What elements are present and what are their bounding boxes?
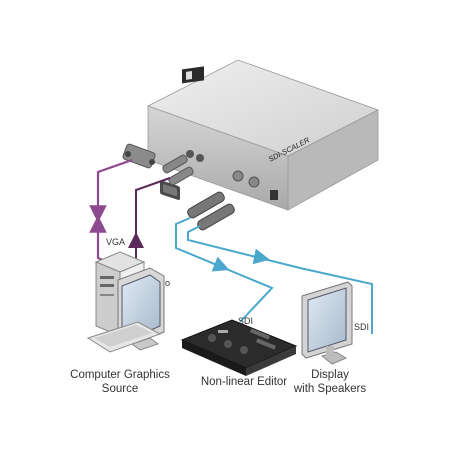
computer-graphics-source (86, 251, 165, 353)
audio-cable-plug (162, 154, 194, 186)
sdi-cable-editor (175, 217, 274, 323)
scaler-device: SDI-SCALER (146, 59, 380, 211)
computer-label-line1: Computer Graphics (70, 369, 170, 381)
computer-label-line2: Source (102, 383, 138, 395)
vga-port (160, 180, 180, 200)
display-label-line1: Display (311, 369, 349, 381)
vga-cable-plug (122, 143, 156, 169)
sdi-out-port-1 (232, 170, 244, 182)
sdi-display-label: SDI (354, 322, 369, 332)
display-label-line2: with Speakers (293, 383, 366, 395)
editor-label: Non-linear Editor (201, 376, 287, 388)
sdi-editor-label: SDI (238, 316, 253, 326)
brand-logo (182, 66, 204, 84)
display-with-speakers (301, 281, 353, 365)
computer-keyboard (86, 321, 162, 353)
sdi-cable-plugs (187, 191, 235, 231)
nonlinear-editor-device (180, 319, 298, 376)
sdi-out-port-2 (248, 176, 260, 188)
power-port (270, 190, 278, 200)
audio-jack-right (196, 154, 204, 162)
vga-label: VGA (106, 237, 125, 247)
audio-jack-left (186, 150, 194, 158)
sdi-cable-display (187, 225, 373, 334)
